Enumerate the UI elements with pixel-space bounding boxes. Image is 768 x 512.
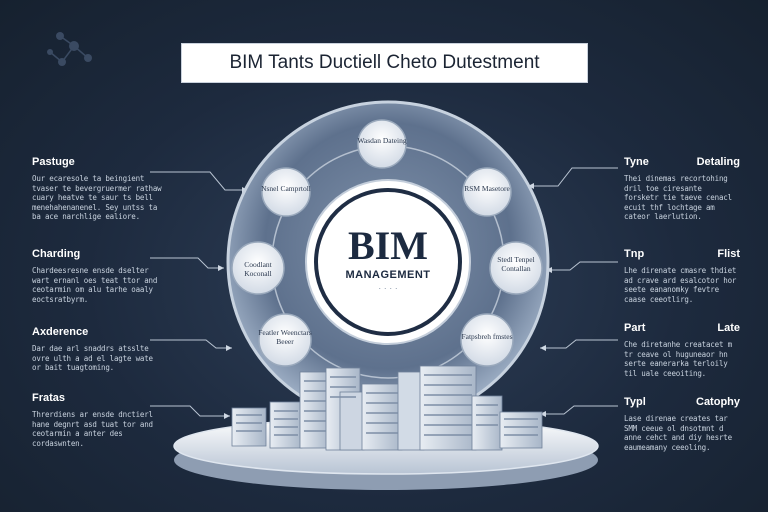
center-label: BIM MANAGEMENT · · · · <box>318 223 458 294</box>
left-block-heading: Pastuge <box>32 156 75 168</box>
node-label-right: Stedl Tenpel Contallan <box>497 255 535 273</box>
node-lower-left <box>258 313 312 367</box>
city-buildings <box>231 365 543 451</box>
left-block-3: Axderence Dar dae arl snaddrs atsslte ov… <box>32 326 162 373</box>
node-label-lower-right: Fatpsbreh fmstes <box>461 332 513 341</box>
center-dots: · · · · <box>378 283 398 293</box>
right-block-2: Tnp Flist Lhe direnate cmasre thdiet ad c… <box>624 248 740 304</box>
left-block-text: Chardeesresne ensde dselter wart ernanl … <box>32 266 158 304</box>
right-block-text: Lhe direnate cmasre thdiet ad crave ard … <box>624 266 737 304</box>
center-inner-ring <box>314 188 462 336</box>
right-block-heading-a: Typl <box>624 396 646 408</box>
left-block-1: Pastuge Our ecaresole ta beingient tvase… <box>32 156 162 222</box>
connector-lines-right <box>528 167 618 415</box>
left-block-heading: Fratas <box>32 392 66 404</box>
right-block-heading-b: Detaling <box>696 156 740 168</box>
right-block-1: Tyne Detaling Thei dinemas recortohing dr… <box>624 156 740 222</box>
right-block-heading-b: Catophy <box>696 396 740 408</box>
node-label-left: Coodlant Koconall <box>244 260 272 278</box>
diagram-title: BIM Tants Ductiell Cheto Dutestment <box>181 43 588 83</box>
right-block-text: Thei dinemas recortohing dril toe ciresa… <box>624 174 732 221</box>
node-left <box>231 241 285 295</box>
left-block-text: Our ecaresole ta beingient tvaser te bev… <box>32 174 162 221</box>
network-icon <box>47 32 92 66</box>
node-label-lower-left: Featler Weenctars Beeer <box>258 328 312 346</box>
left-block-text: Threrdiens ar ensde dnctierl hane degnrt… <box>32 410 153 448</box>
node-right <box>489 241 543 295</box>
node-upper-right <box>462 167 512 217</box>
node-label-top: Wasdan Dateing <box>357 136 407 145</box>
building-windows <box>236 374 538 436</box>
node-upper-left <box>261 167 311 217</box>
right-block-heading-b: Flist <box>717 248 740 260</box>
center-main-text: BIM <box>348 223 428 268</box>
right-block-text: Che diretanhe creatacet m tr ceave ol hu… <box>624 340 732 378</box>
left-block-4: Fratas Threrdiens ar ensde dnctierl hane… <box>32 392 162 448</box>
right-block-heading-a: Tnp <box>624 248 645 260</box>
right-block-4: Typl Catophy Lase direnae creates tar SMM… <box>624 396 740 452</box>
right-block-3: Part Late Che diretanhe creatacet m tr ce… <box>624 322 740 378</box>
left-block-text: Dar dae arl snaddrs atsslte ovre ulth a … <box>32 344 153 372</box>
right-block-heading-b: Late <box>717 322 740 334</box>
node-label-upper-right: RSM Masetore <box>464 184 510 193</box>
node-top <box>357 119 407 169</box>
right-block-heading-a: Part <box>624 322 646 334</box>
node-label-upper-left: Nsnel Camprtoll <box>261 184 311 193</box>
right-block-heading-a: Tyne <box>624 156 649 168</box>
left-block-heading: Charding <box>32 248 81 260</box>
node-lower-right <box>460 313 514 367</box>
left-block-heading: Axderence <box>32 326 89 338</box>
right-block-text: Lase direnae creates tar SMM ceeue ol dn… <box>624 414 732 452</box>
center-disc <box>305 179 471 345</box>
center-sub-text: MANAGEMENT <box>345 269 431 281</box>
left-block-2: Charding Chardeesresne ensde dselter war… <box>32 248 162 304</box>
connector-lines-left <box>150 171 248 417</box>
